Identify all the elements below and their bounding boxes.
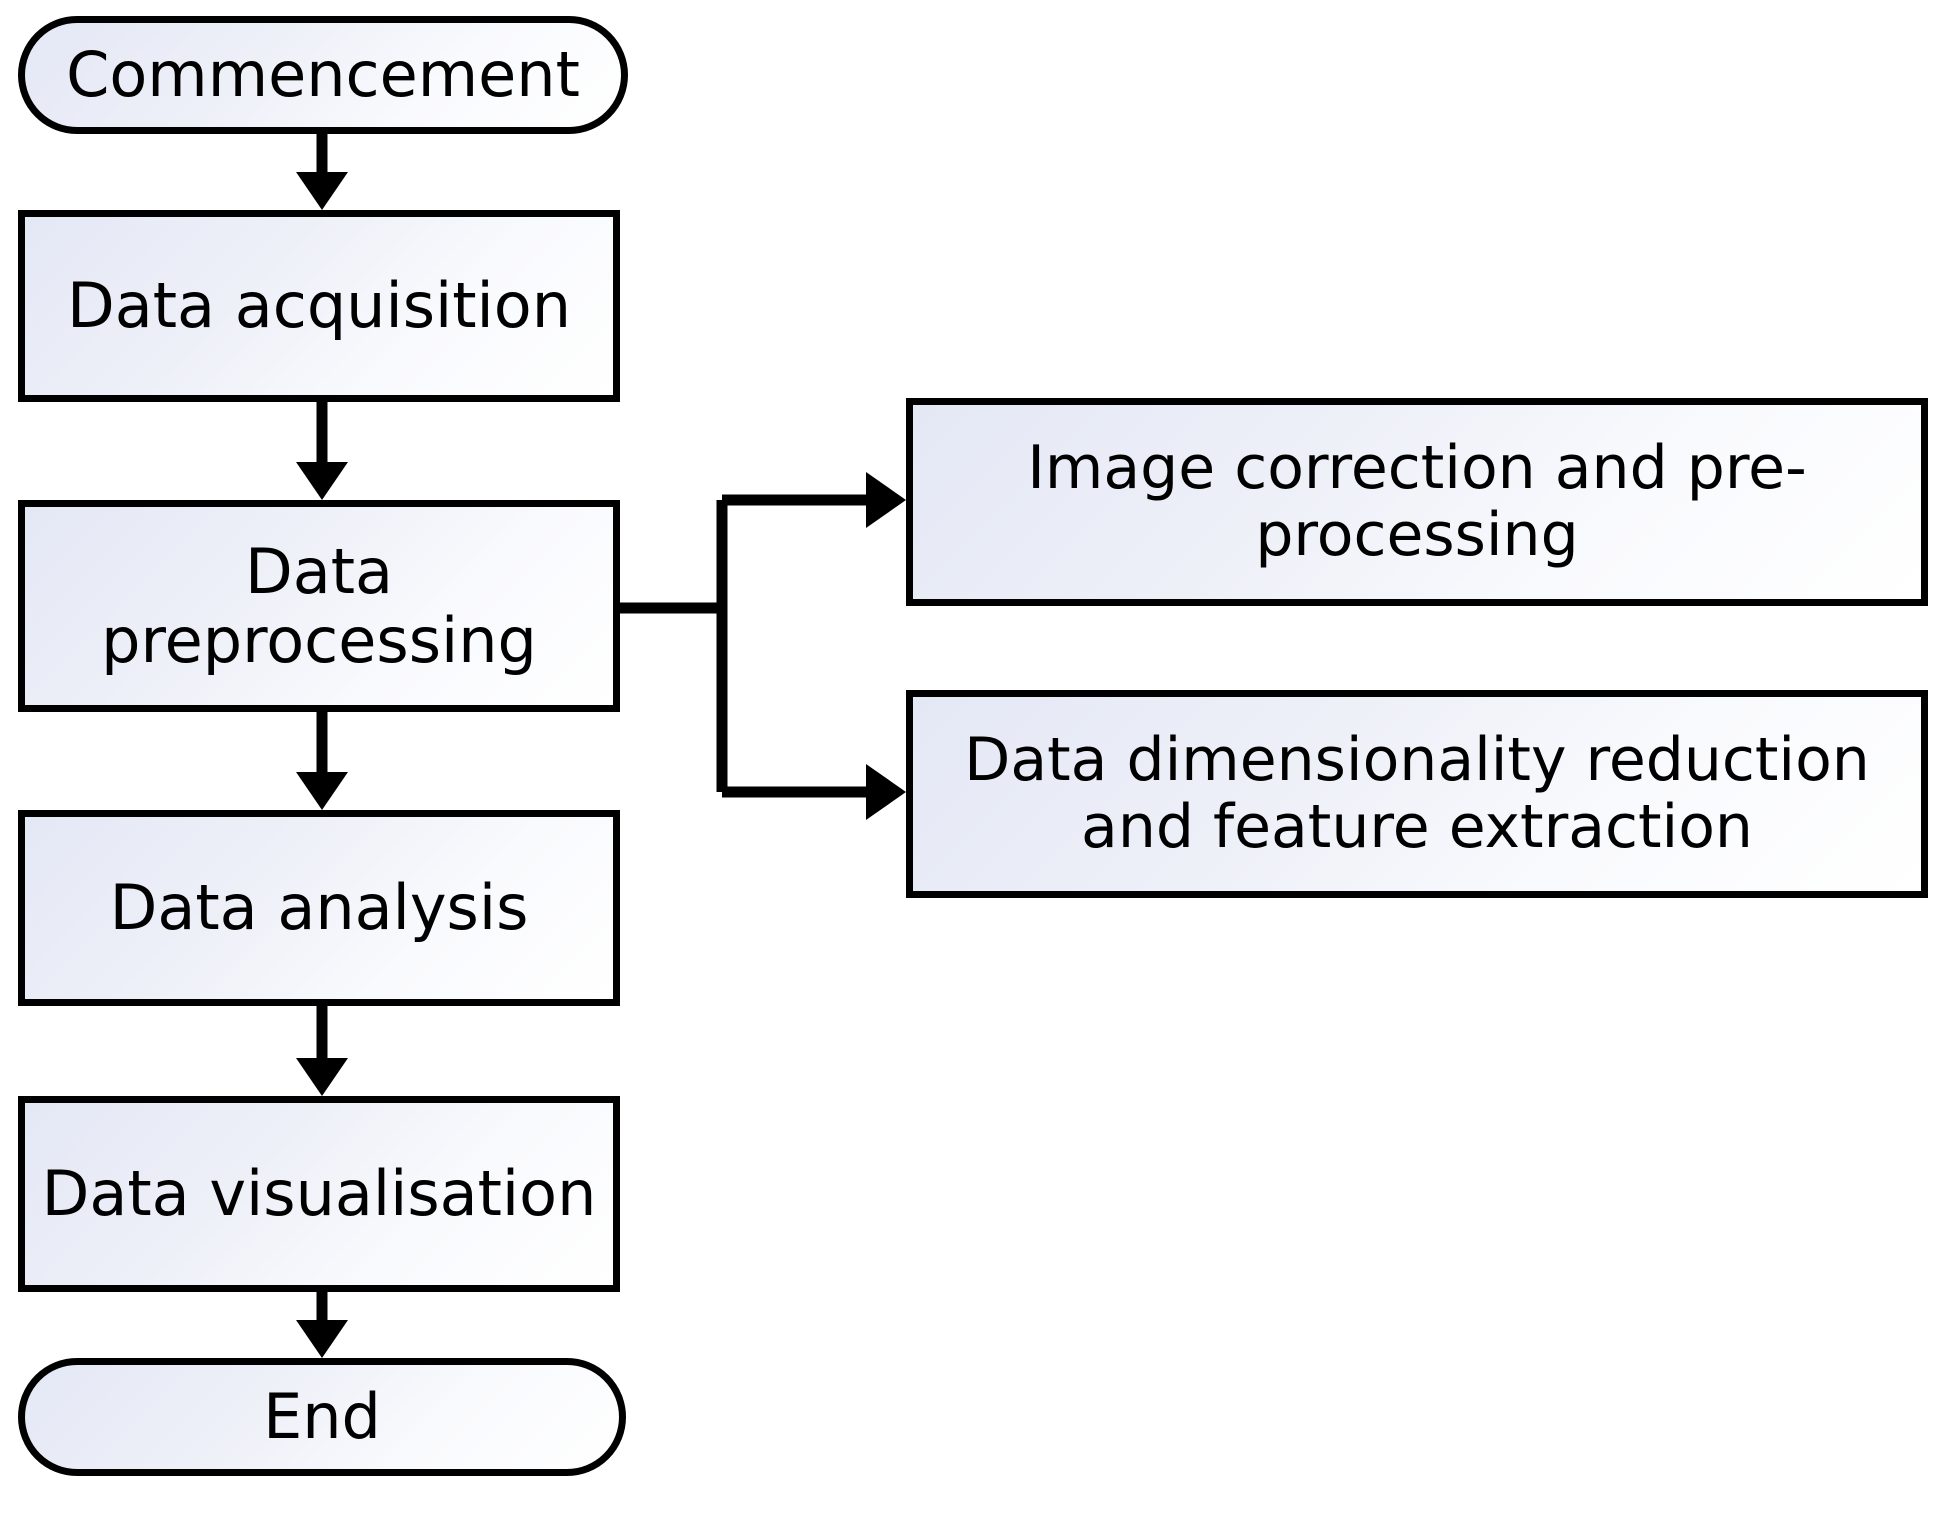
connector-branch-to-imagecorr [722,472,906,528]
connector-visualise-to-end [296,1292,348,1358]
connector-acquisition-to-preprocess [296,402,348,500]
flow-node-data-visualisation[interactable]: Data visualisation [18,1096,620,1292]
flow-node-commencement[interactable]: Commencement [18,16,628,134]
flow-node-image-correction[interactable]: Image correction and pre-processing [906,398,1928,606]
connector-analysis-to-visualise [296,1006,348,1096]
connector-branch-to-dimreduce [722,764,906,820]
flow-node-data-preprocessing-label: Data preprocessing [101,534,537,677]
flow-node-data-visualisation-label: Data visualisation [41,1157,597,1231]
flow-node-end[interactable]: End [18,1358,626,1476]
flow-node-data-preprocessing[interactable]: Data preprocessing [18,500,620,712]
flow-node-dimensionality-reduction-label: Data dimensionality reduction and featur… [964,724,1870,862]
flow-node-end-label: End [263,1380,381,1454]
flow-node-dimensionality-reduction[interactable]: Data dimensionality reduction and featur… [906,690,1928,898]
flow-node-data-analysis-label: Data analysis [109,871,529,945]
flow-node-commencement-label: Commencement [66,38,580,112]
connector-preprocess-to-analysis [296,712,348,810]
flow-node-data-analysis[interactable]: Data analysis [18,810,620,1006]
flow-node-data-acquisition[interactable]: Data acquisition [18,210,620,402]
connector-preprocess-branch [620,500,728,792]
connector-commencement-to-acquisition [296,134,348,210]
flow-node-image-correction-label: Image correction and pre-processing [1027,432,1807,570]
flow-node-data-acquisition-label: Data acquisition [67,269,571,343]
